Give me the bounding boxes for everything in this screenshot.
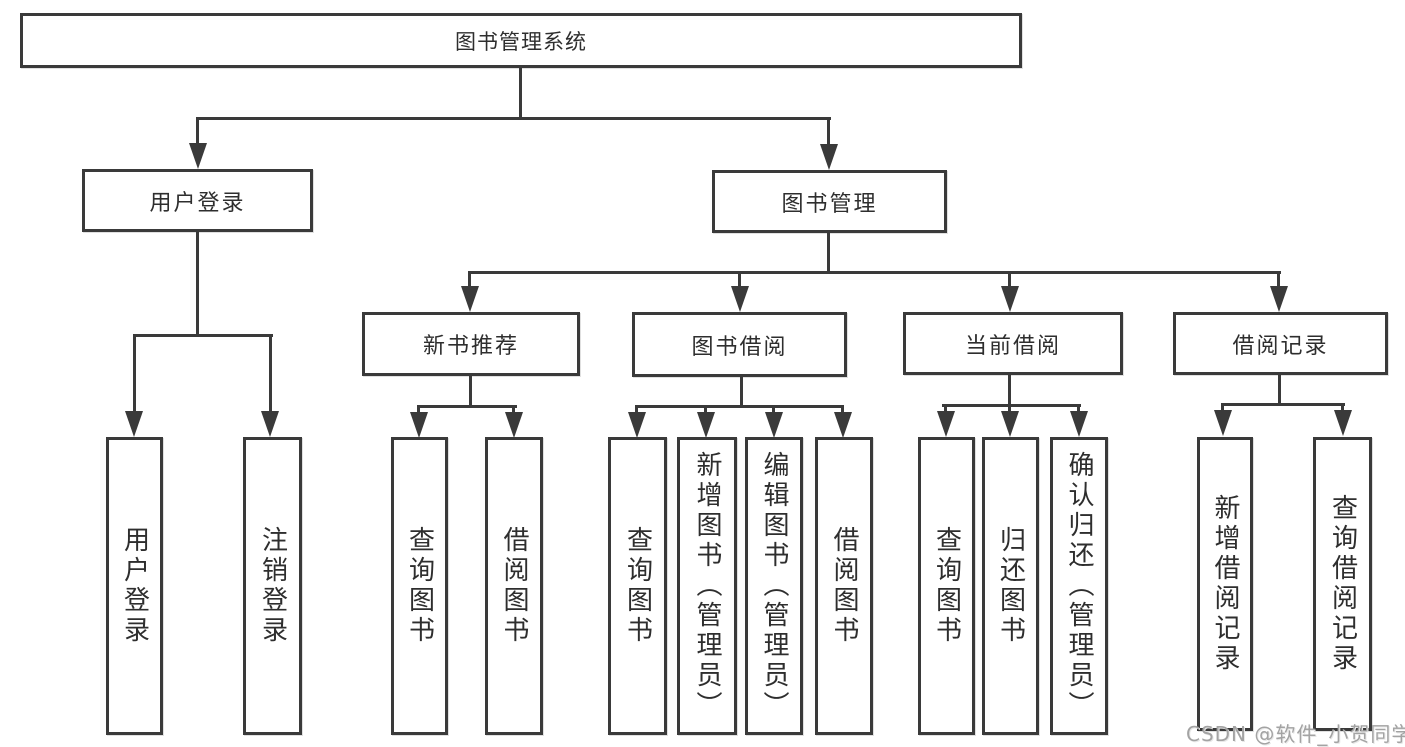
- connector-vline: [841, 405, 844, 415]
- connector-vline: [740, 377, 743, 406]
- connector-vline: [469, 376, 472, 407]
- node-label: 用户登录: [149, 190, 246, 216]
- connector-hline: [635, 405, 844, 408]
- arrowhead-down: [1070, 411, 1088, 437]
- connector-vline: [1077, 404, 1080, 414]
- connector-vline: [772, 405, 775, 415]
- arrowhead-down: [505, 412, 523, 438]
- arrowhead-down: [461, 286, 479, 312]
- connector-hline: [942, 404, 1081, 407]
- arrowhead-down: [125, 411, 143, 437]
- node-user-login-leaf: 用户登录: [106, 437, 163, 735]
- arrowhead-down: [1214, 410, 1232, 436]
- node-bb-edit-books-admin: 编辑图书（管理员）: [745, 437, 803, 735]
- node-label: 查询图书: [404, 526, 435, 646]
- node-label: 查询借阅记录: [1327, 494, 1358, 674]
- arrowhead-down: [937, 411, 955, 437]
- node-cb-query-books: 查询图书: [918, 437, 975, 735]
- connector-vline: [635, 405, 638, 415]
- node-label: 借阅记录: [1232, 333, 1329, 359]
- connector-vline: [519, 68, 522, 118]
- connector-vline: [827, 233, 830, 273]
- connector-vline: [944, 404, 947, 414]
- node-bb-query-books: 查询图书: [608, 437, 667, 735]
- node-label: 图书借阅: [691, 334, 788, 360]
- node-label: 新书推荐: [422, 334, 519, 359]
- connector-vline: [133, 334, 136, 412]
- node-label: 新增借阅记录: [1210, 494, 1240, 674]
- node-book-management: 图书管理: [712, 170, 947, 233]
- node-user-login: 用户登录: [82, 169, 313, 232]
- node-rec-borrow-books: 借阅图书: [485, 437, 543, 735]
- arrowhead-down: [189, 143, 207, 169]
- node-library-management-system: 图书管理系统: [20, 13, 1022, 68]
- node-label: 图书管理: [781, 191, 878, 217]
- node-label: 查询图书: [622, 526, 653, 646]
- connector-vline: [512, 405, 515, 415]
- connector-vline: [827, 117, 830, 145]
- arrowhead-down: [410, 412, 428, 438]
- arrowhead-down: [1270, 286, 1288, 312]
- node-rec-query-books: 查询图书: [391, 437, 448, 735]
- node-logout: 注销登录: [243, 437, 302, 735]
- arrowhead-down: [1001, 411, 1019, 437]
- node-label: 归还图书: [995, 526, 1026, 646]
- node-label: 当前借阅: [964, 333, 1061, 359]
- connector-vline: [269, 334, 272, 412]
- connector-vline: [738, 271, 741, 288]
- node-label: 借阅图书: [499, 526, 529, 646]
- connector-vline: [196, 117, 199, 145]
- arrowhead-down: [1334, 410, 1352, 436]
- node-current-borrowing: 当前借阅: [903, 312, 1123, 375]
- arrowhead-down: [628, 412, 646, 438]
- node-label: 查询图书: [931, 526, 962, 646]
- node-bb-borrow-books: 借阅图书: [815, 437, 873, 735]
- connector-vline: [704, 405, 707, 415]
- node-label: 编辑图书（管理员）: [759, 451, 789, 721]
- connector-vline: [1008, 271, 1011, 288]
- connector-vline: [1278, 375, 1281, 405]
- connector-vline: [1008, 375, 1011, 406]
- connector-vline: [417, 405, 420, 415]
- watermark-csdn: CSDN @软件_小贺同学: [1186, 722, 1405, 746]
- arrowhead-down: [697, 412, 715, 438]
- node-bb-add-books-admin: 新增图书（管理员）: [677, 437, 737, 735]
- arrowhead-down: [731, 286, 749, 312]
- connector-hline: [197, 117, 831, 120]
- node-label: 新增图书（管理员）: [692, 451, 722, 721]
- arrowhead-down: [261, 411, 279, 437]
- node-br-add-record: 新增借阅记录: [1197, 437, 1253, 731]
- node-borrowing-records: 借阅记录: [1173, 312, 1388, 375]
- arrowhead-down: [1001, 286, 1019, 312]
- connector-hline: [133, 334, 273, 337]
- connector-hline: [417, 405, 517, 408]
- node-label: 图书管理系统: [455, 29, 587, 54]
- connector-hline: [1221, 403, 1345, 406]
- connector-vline: [468, 271, 471, 288]
- node-cb-confirm-return-admin: 确认归还（管理员）: [1050, 437, 1108, 735]
- node-label: 注销登录: [257, 526, 288, 646]
- node-label: 用户登录: [119, 526, 150, 646]
- arrowhead-down: [834, 412, 852, 438]
- node-new-book-recommend: 新书推荐: [362, 312, 580, 376]
- connector-vline: [1277, 271, 1280, 288]
- node-br-query-record: 查询借阅记录: [1313, 437, 1372, 731]
- connector-vline: [1221, 403, 1224, 413]
- node-label: 确认归还（管理员）: [1064, 451, 1094, 721]
- connector-vline: [196, 232, 199, 335]
- connector-vline: [1008, 404, 1011, 414]
- connector-hline: [468, 271, 1281, 274]
- arrowhead-down: [820, 144, 838, 170]
- arrowhead-down: [765, 412, 783, 438]
- node-label: 借阅图书: [829, 526, 859, 646]
- node-cb-return-books: 归还图书: [982, 437, 1039, 735]
- connector-vline: [1341, 403, 1344, 413]
- node-book-borrowing: 图书借阅: [632, 312, 847, 377]
